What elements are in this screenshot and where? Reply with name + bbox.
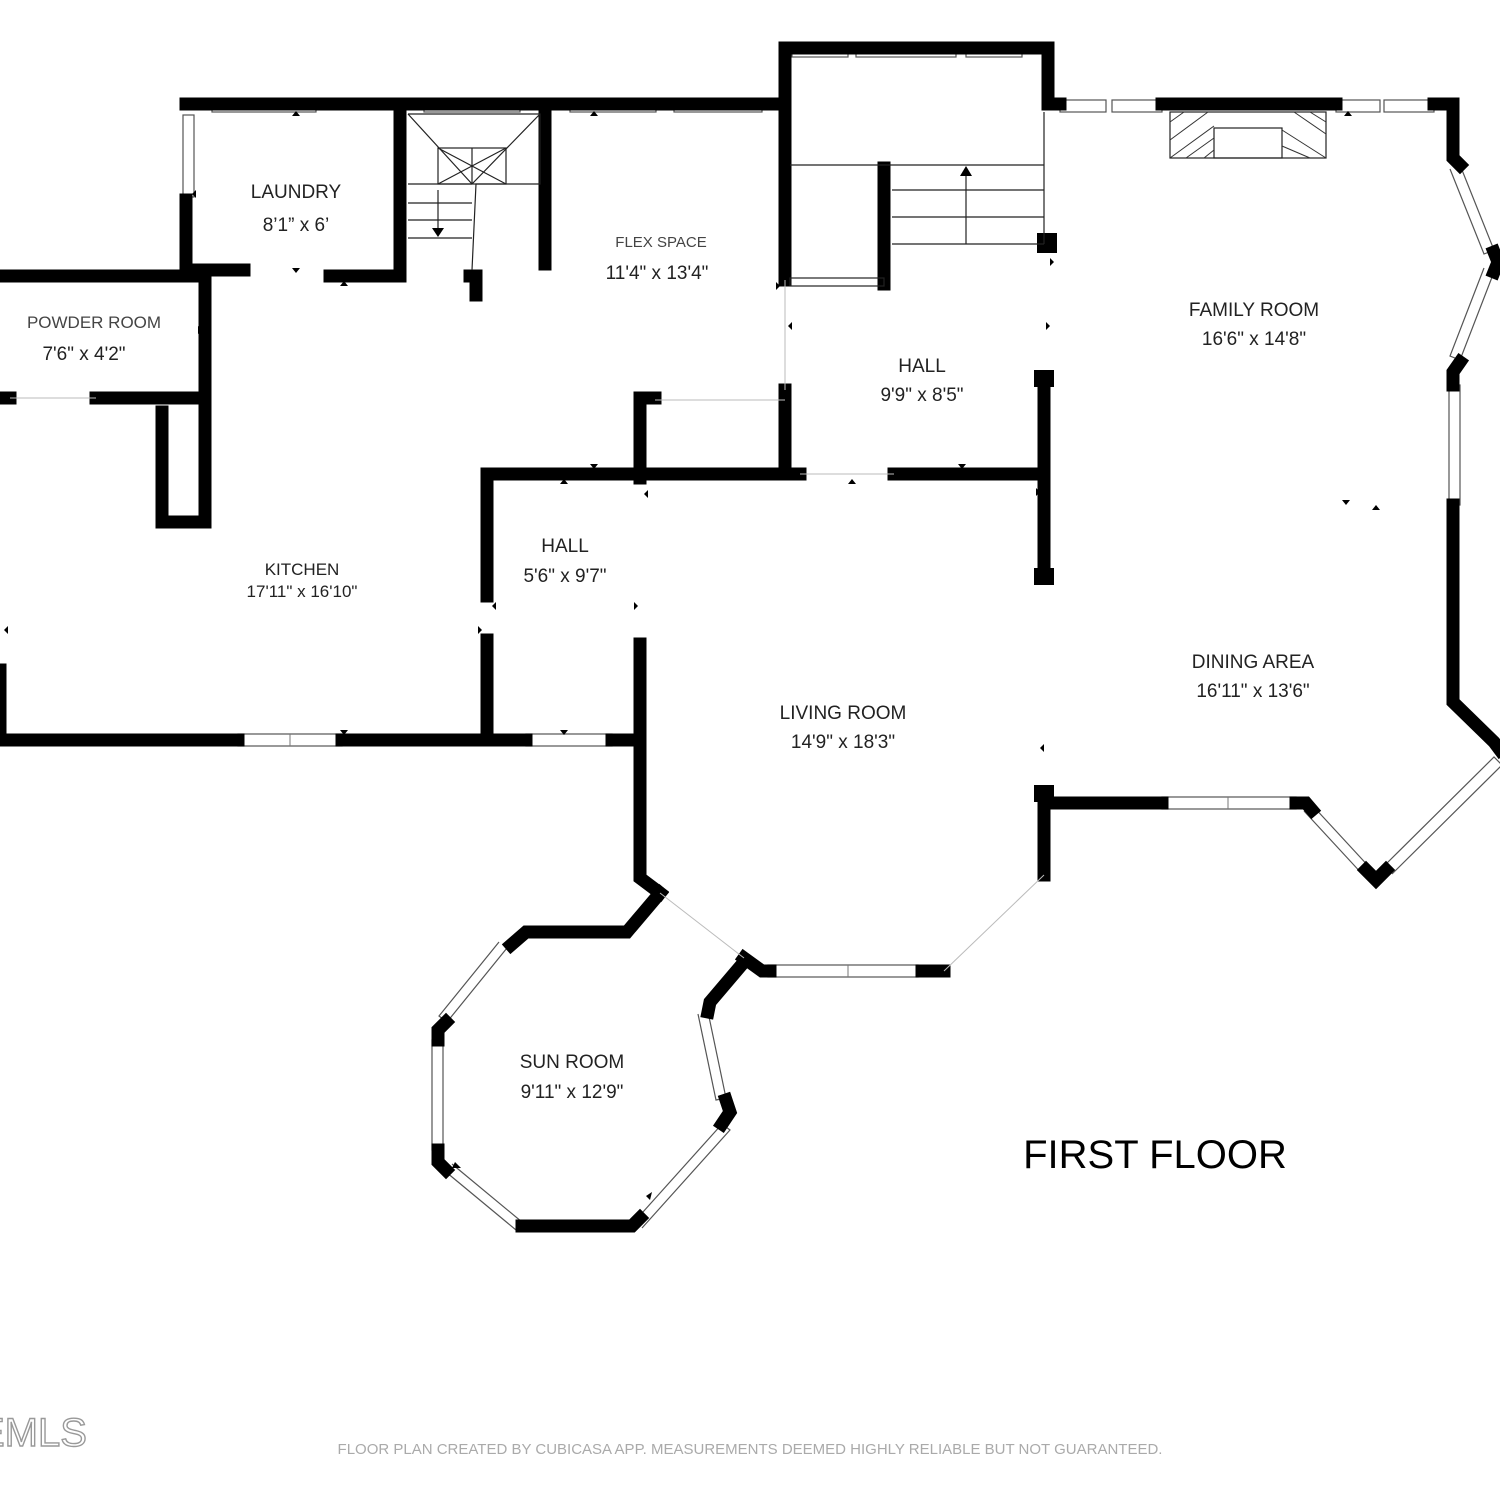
hall-center-dims: 5'6" x 9'7" — [523, 566, 606, 587]
family-room-name: FAMILY ROOM — [1189, 300, 1319, 321]
mls-logo: EMLS — [0, 1411, 87, 1455]
fireplace — [1169, 111, 1327, 159]
hall-upper-name: HALL — [898, 356, 946, 377]
floor-title: FIRST FLOOR — [1023, 1133, 1287, 1177]
powder-room-name: POWDER ROOM — [27, 313, 161, 332]
hall-upper-dims: 9'9" x 8'5" — [880, 385, 963, 406]
living-room-name: LIVING ROOM — [780, 703, 907, 724]
family-room-dims: 16'6" x 14'8" — [1202, 329, 1306, 350]
sun-room-dims: 9'11" x 12'9" — [521, 1082, 624, 1103]
kitchen-name: KITCHEN — [265, 560, 340, 579]
dining-area-dims: 16'11" x 13'6" — [1196, 681, 1309, 702]
laundry-name: LAUNDRY — [251, 182, 342, 203]
flex-space-dims: 11'4" x 13'4" — [606, 263, 709, 284]
sun-room-name: SUN ROOM — [520, 1052, 625, 1073]
openings — [10, 280, 1045, 972]
powder-room-dims: 7'6" x 4'2" — [42, 344, 125, 365]
hall-center-name: HALL — [541, 536, 589, 557]
windows — [182, 44, 1500, 1231]
flex-space-name: FLEX SPACE — [615, 234, 706, 251]
living-room-dims: 14'9" x 18'3" — [791, 732, 895, 753]
kitchen-dims: 17'11" x 16'10" — [247, 582, 358, 601]
dining-area-name: DINING AREA — [1192, 652, 1315, 673]
walls — [0, 41, 1500, 1233]
direction-markers — [4, 111, 1380, 1200]
stairs-laundry — [407, 113, 541, 271]
stairs-hall — [789, 112, 1045, 287]
disclaimer: FLOOR PLAN CREATED BY CUBICASA APP. MEAS… — [338, 1441, 1163, 1458]
laundry-dims: 8’1” x 6’ — [263, 215, 330, 236]
